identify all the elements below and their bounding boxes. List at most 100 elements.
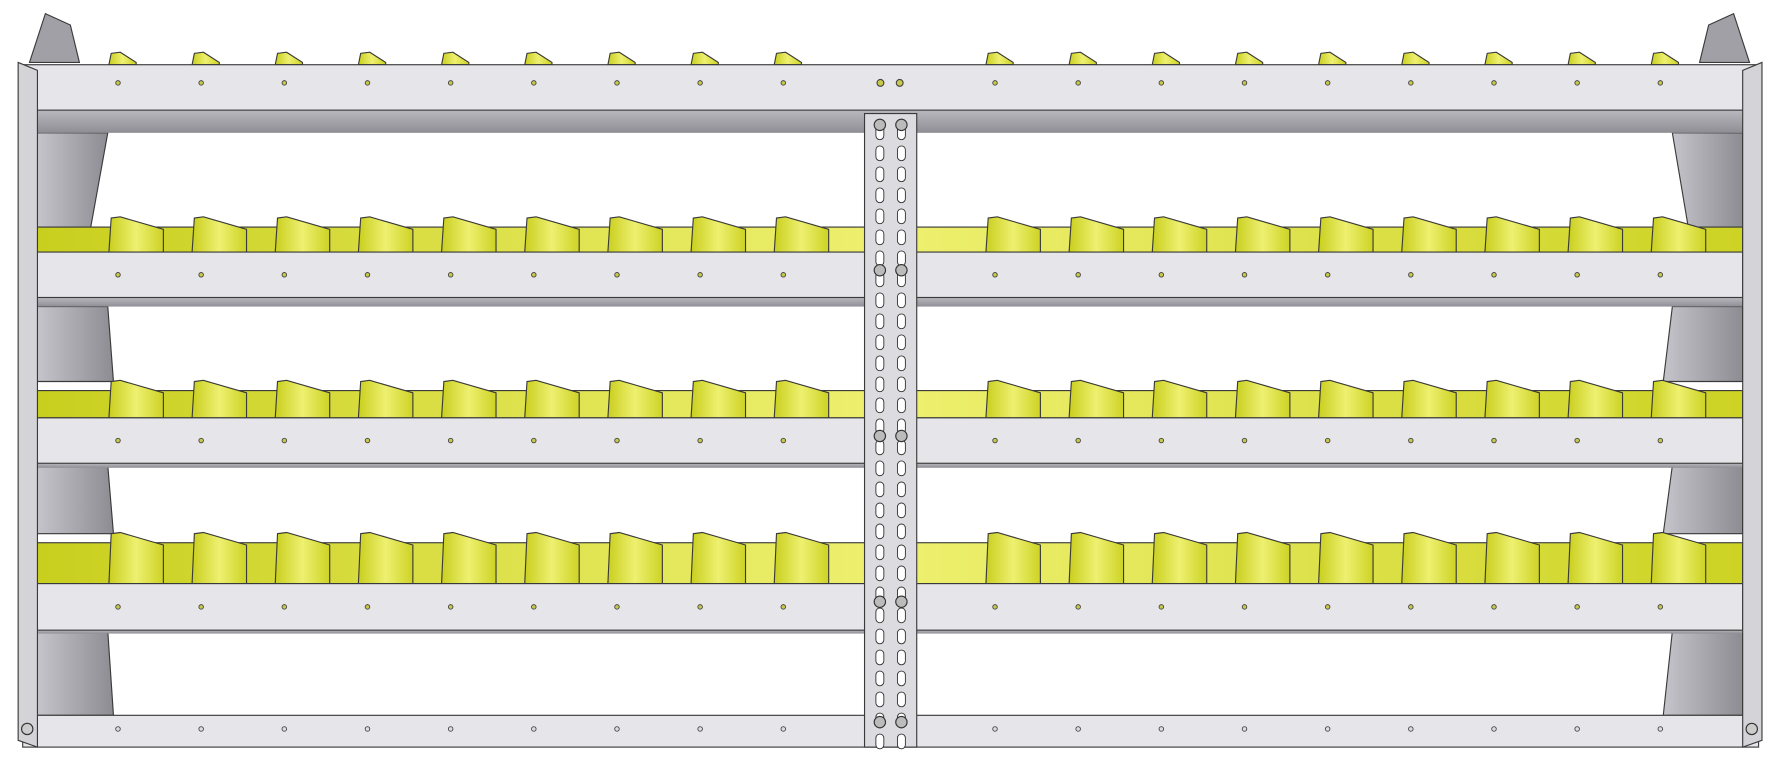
- top-bin-divider: [1151, 51, 1181, 66]
- bin-divider: [1484, 216, 1540, 253]
- center-post-slot: [896, 628, 906, 645]
- rivet-hole: [780, 272, 787, 278]
- rivet-hole: [1324, 726, 1331, 732]
- rivet-hole: [281, 604, 288, 610]
- center-post-slot: [875, 733, 885, 750]
- rivet-hole: [1657, 80, 1664, 86]
- bin-divider: [191, 216, 248, 253]
- bin-divider: [524, 531, 580, 585]
- bin-divider: [1234, 216, 1291, 253]
- center-post-slot: [896, 397, 906, 414]
- rivet-hole: [364, 272, 371, 278]
- rivet-hole: [115, 80, 121, 86]
- top-front-rail: [22, 64, 1760, 111]
- rivet-hole: [531, 272, 537, 278]
- left-side-bracket: [36, 132, 109, 228]
- rivet-hole: [1158, 726, 1165, 732]
- center-post-slot: [896, 355, 906, 372]
- center-post-bolt: [873, 595, 887, 609]
- center-post-bolt: [873, 263, 887, 277]
- rivet-hole: [1408, 604, 1414, 610]
- bin-divider: [1401, 379, 1457, 419]
- rivet-hole: [992, 726, 998, 732]
- bin-divider: [1234, 531, 1291, 585]
- rivet-hole: [1574, 80, 1580, 86]
- bin-divider: [357, 531, 414, 585]
- center-post-slot: [875, 670, 885, 687]
- rivet-hole: [364, 726, 371, 732]
- center-post-slot: [875, 565, 885, 582]
- center-post-slot: [875, 355, 885, 372]
- bin-divider: [274, 216, 331, 253]
- right-side-bracket: [1662, 305, 1744, 383]
- rivet-hole: [697, 726, 703, 732]
- rivet-hole: [1657, 437, 1664, 444]
- bin-divider: [1484, 531, 1540, 585]
- center-post-slot: [875, 376, 885, 393]
- rivet-hole: [364, 437, 371, 444]
- center-post-slot: [875, 166, 885, 183]
- center-post-slot: [875, 502, 885, 519]
- bin-divider: [607, 531, 663, 585]
- rivet-hole: [1574, 272, 1580, 278]
- right-side-bracket: [1662, 464, 1744, 535]
- bin-divider: [1650, 379, 1707, 419]
- bin-divider: [1151, 216, 1208, 253]
- bin-divider: [1401, 216, 1457, 253]
- rivet-hole: [614, 604, 620, 610]
- rivet-hole: [531, 80, 537, 86]
- center-post-slot: [896, 649, 906, 666]
- bin-divider: [690, 379, 747, 419]
- bin-divider: [524, 216, 580, 253]
- rivet-hole: [281, 726, 288, 732]
- rivet-hole: [697, 80, 703, 86]
- rivet-hole: [198, 726, 204, 732]
- center-post-slot: [896, 166, 906, 183]
- bin-divider: [607, 216, 663, 253]
- center-post-slot: [875, 481, 885, 498]
- rivet-hole: [614, 272, 620, 278]
- center-post-slot: [896, 607, 906, 624]
- rivet-hole: [1408, 726, 1414, 732]
- rivet-hole: [1491, 80, 1497, 86]
- bin-divider: [108, 379, 164, 419]
- rivet-hole: [895, 78, 904, 87]
- rivet-hole: [447, 726, 454, 732]
- rivet-hole: [1075, 80, 1081, 86]
- bin-divider: [607, 379, 663, 419]
- center-post-slot: [896, 544, 906, 561]
- bin-divider: [985, 531, 1041, 585]
- top-bin-divider: [274, 51, 304, 66]
- rivet-hole: [1324, 604, 1331, 610]
- rivet-hole: [992, 437, 998, 444]
- bin-divider: [108, 531, 164, 585]
- center-post-slot: [896, 229, 906, 246]
- top-bin-divider: [1401, 51, 1430, 66]
- bin-divider: [440, 379, 497, 419]
- rivet-hole: [992, 80, 998, 86]
- center-post-slot: [896, 250, 906, 267]
- bin-divider: [1151, 531, 1208, 585]
- rivet-hole: [1574, 437, 1580, 444]
- rivet-hole: [364, 80, 371, 86]
- center-post-slot: [896, 670, 906, 687]
- left-post: [17, 61, 39, 748]
- rivet-hole: [780, 80, 787, 86]
- top-bin-divider: [1068, 51, 1097, 66]
- center-post-bolt: [895, 715, 908, 729]
- center-post-slot: [896, 523, 906, 540]
- rivet-hole: [1075, 272, 1081, 278]
- rivet-hole: [697, 437, 703, 444]
- bin-divider: [440, 531, 497, 585]
- rivet-hole: [1408, 272, 1414, 278]
- center-post-slot: [875, 691, 885, 708]
- center-post-slot: [875, 229, 885, 246]
- bin-divider: [1317, 531, 1374, 585]
- bin-divider: [1650, 531, 1707, 585]
- center-post-slot: [896, 208, 906, 225]
- rivet-hole: [1158, 437, 1165, 444]
- top-bin-divider: [440, 51, 470, 66]
- center-post-slot: [896, 481, 906, 498]
- rivet-hole: [1408, 80, 1414, 86]
